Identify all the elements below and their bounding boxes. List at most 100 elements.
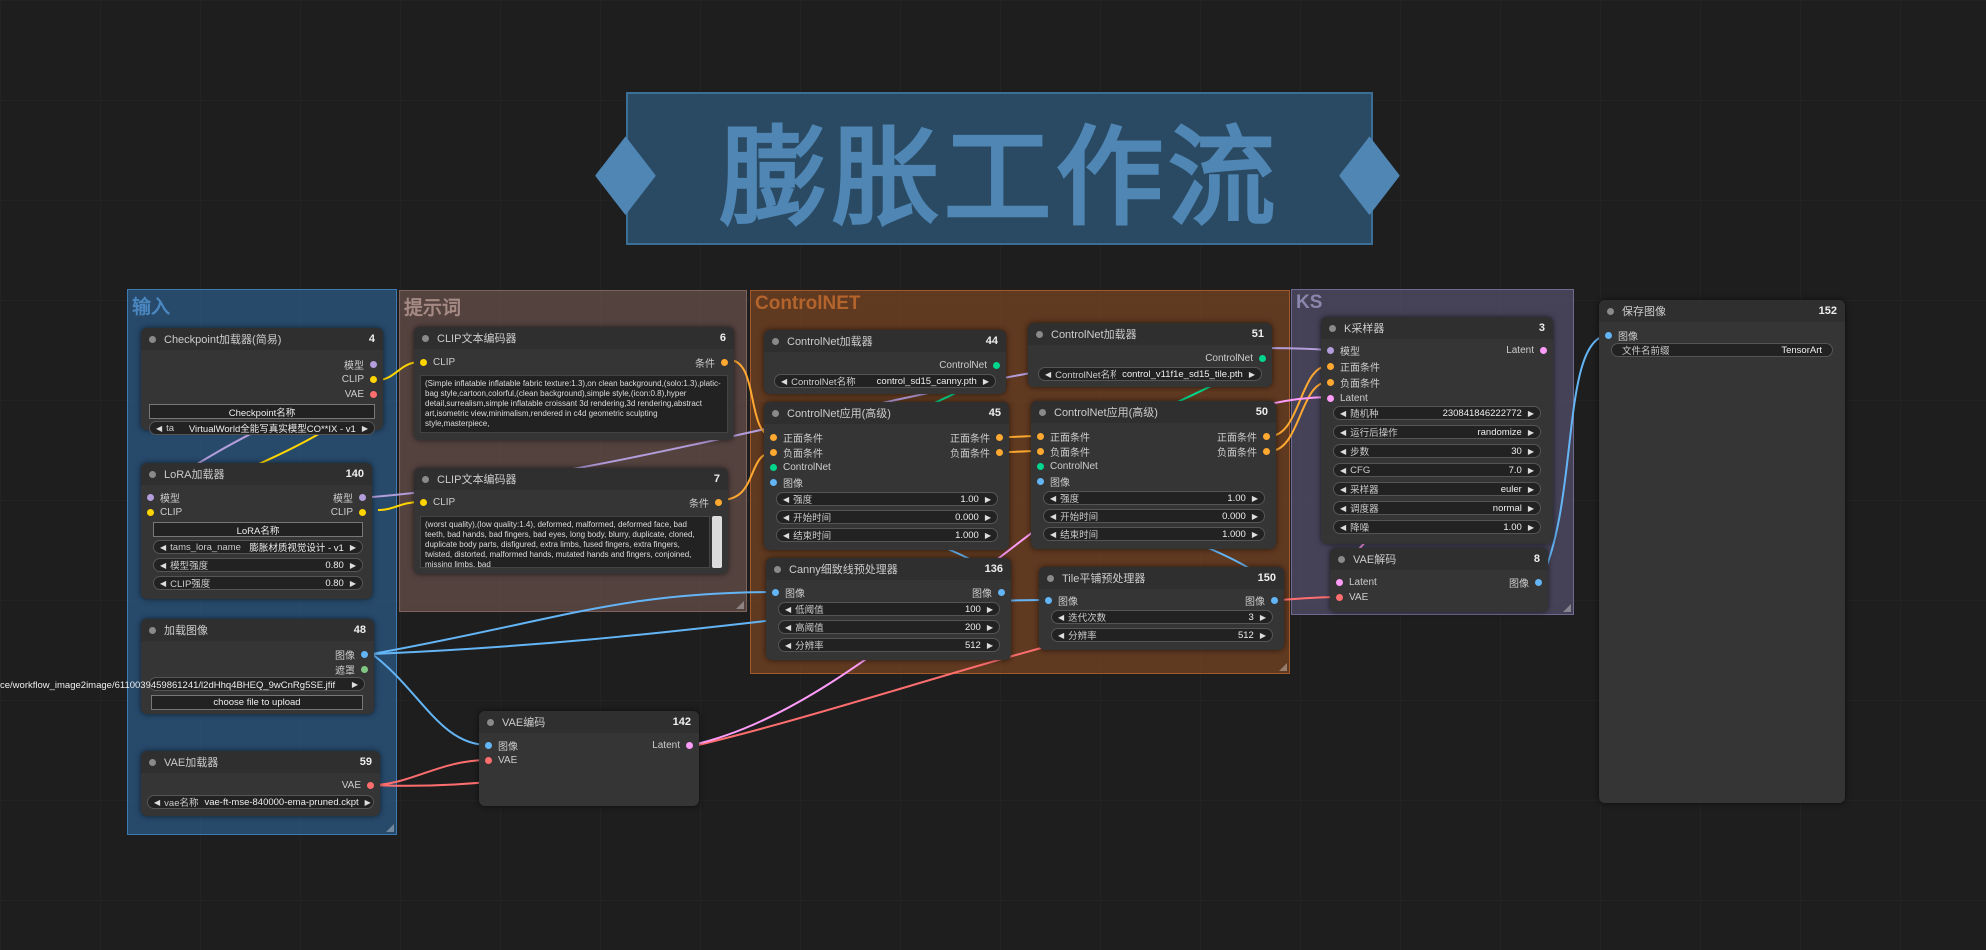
input-slot-negative[interactable]: 负面条件 xyxy=(1327,375,1380,390)
output-slot-image[interactable]: 图像 xyxy=(335,647,368,662)
arrow-right-icon[interactable]: ▶ xyxy=(986,622,993,632)
input-slot-image[interactable]: 图像 xyxy=(770,475,803,490)
slot-dot-icon[interactable] xyxy=(686,741,693,749)
output-slot-conditioning[interactable]: 条件 xyxy=(695,355,728,370)
arrow-left-icon[interactable]: ◀ xyxy=(156,423,163,433)
collapse-dot-icon[interactable] xyxy=(1329,324,1336,332)
input-slot-clip[interactable]: CLIP xyxy=(147,505,182,519)
output-slot-positive[interactable]: 正面条件 xyxy=(950,430,1003,445)
input-slot-latent[interactable]: Latent xyxy=(1327,391,1368,405)
output-slot-model[interactable]: 模型 xyxy=(344,357,377,372)
slot-dot-icon[interactable] xyxy=(1535,578,1542,586)
arrow-right-icon[interactable]: ▶ xyxy=(1251,529,1258,539)
arrow-left-icon[interactable]: ◀ xyxy=(1340,503,1347,513)
slot-dot-icon[interactable] xyxy=(1259,354,1266,362)
arrow-right-icon[interactable]: ▶ xyxy=(1527,503,1534,513)
output-slot-vae[interactable]: VAE xyxy=(345,387,377,401)
arrow-left-icon[interactable]: ◀ xyxy=(1058,630,1065,640)
input-slot-image[interactable]: 图像 xyxy=(1045,593,1078,608)
slot-dot-icon[interactable] xyxy=(147,508,154,516)
arrow-left-icon[interactable]: ◀ xyxy=(781,376,788,386)
negative-prompt-textarea[interactable]: (worst quality),(low quality:1.4), defor… xyxy=(420,516,710,568)
arrow-right-icon[interactable]: ▶ xyxy=(986,640,993,650)
positive-prompt-textarea[interactable]: (Simple inflatable inflatable fabric tex… xyxy=(420,375,728,433)
output-slot-controlnet[interactable]: ControlNet xyxy=(1205,351,1266,365)
slot-dot-icon[interactable] xyxy=(996,448,1003,456)
input-slot-negative[interactable]: 负面条件 xyxy=(1037,444,1090,459)
input-slot-image[interactable]: 图像 xyxy=(1605,328,1638,343)
collapse-dot-icon[interactable] xyxy=(772,409,779,417)
slot-dot-icon[interactable] xyxy=(361,650,368,658)
slot-dot-icon[interactable] xyxy=(1271,596,1278,604)
slot-dot-icon[interactable] xyxy=(420,498,427,506)
arrow-right-icon[interactable]: ▶ xyxy=(1248,369,1255,379)
slot-dot-icon[interactable] xyxy=(1327,378,1334,386)
arrow-left-icon[interactable]: ◀ xyxy=(783,530,790,540)
slot-dot-icon[interactable] xyxy=(772,588,779,596)
node-header[interactable]: ControlNet应用(高级)50 xyxy=(1031,401,1276,423)
arrow-right-icon[interactable]: ▶ xyxy=(1527,408,1534,418)
input-slot-vae[interactable]: VAE xyxy=(485,753,517,767)
group-resize-handle[interactable] xyxy=(736,601,744,609)
arrow-right-icon[interactable]: ▶ xyxy=(349,560,356,570)
node-controlnet-apply-45[interactable]: ControlNet应用(高级)45 正面条件 负面条件 ControlNet … xyxy=(764,402,1009,550)
slot-dot-icon[interactable] xyxy=(1540,346,1547,354)
arrow-right-icon[interactable]: ▶ xyxy=(984,512,991,522)
collapse-dot-icon[interactable] xyxy=(149,626,156,634)
arrow-left-icon[interactable]: ◀ xyxy=(1340,427,1347,437)
node-header[interactable]: Checkpoint加载器(简易)4 xyxy=(141,328,383,350)
input-slot-model[interactable]: 模型 xyxy=(147,490,180,505)
arrow-right-icon[interactable]: ▶ xyxy=(984,530,991,540)
slot-dot-icon[interactable] xyxy=(420,358,427,366)
arrow-left-icon[interactable]: ◀ xyxy=(1340,465,1347,475)
slot-dot-icon[interactable] xyxy=(1327,346,1334,354)
slot-dot-icon[interactable] xyxy=(370,390,377,398)
input-slot-controlnet[interactable]: ControlNet xyxy=(770,460,831,474)
output-slot-negative[interactable]: 负面条件 xyxy=(950,445,1003,460)
arrow-left-icon[interactable]: ◀ xyxy=(160,578,167,588)
slot-dot-icon[interactable] xyxy=(721,358,728,366)
arrow-right-icon[interactable]: ▶ xyxy=(1259,630,1266,640)
output-slot-image[interactable]: 图像 xyxy=(1245,593,1278,608)
input-slot-clip[interactable]: CLIP xyxy=(420,495,455,509)
slot-dot-icon[interactable] xyxy=(1037,477,1044,485)
collapse-dot-icon[interactable] xyxy=(1047,574,1054,582)
slot-dot-icon[interactable] xyxy=(998,588,1005,596)
input-slot-image[interactable]: 图像 xyxy=(1037,474,1070,489)
arrow-left-icon[interactable]: ◀ xyxy=(1045,369,1052,379)
arrow-right-icon[interactable]: ▶ xyxy=(986,604,993,614)
arrow-left-icon[interactable]: ◀ xyxy=(785,640,792,650)
slot-dot-icon[interactable] xyxy=(1045,596,1052,604)
arrow-left-icon[interactable]: ◀ xyxy=(1050,511,1057,521)
arrow-left-icon[interactable]: ◀ xyxy=(1050,493,1057,503)
output-slot-controlnet[interactable]: ControlNet xyxy=(939,358,1000,372)
arrow-right-icon[interactable]: ▶ xyxy=(1251,493,1258,503)
arrow-left-icon[interactable]: ◀ xyxy=(785,622,792,632)
arrow-right-icon[interactable]: ▶ xyxy=(1527,446,1534,456)
input-slot-positive[interactable]: 正面条件 xyxy=(770,430,823,445)
arrow-right-icon[interactable]: ▶ xyxy=(351,679,358,689)
collapse-dot-icon[interactable] xyxy=(422,475,429,483)
